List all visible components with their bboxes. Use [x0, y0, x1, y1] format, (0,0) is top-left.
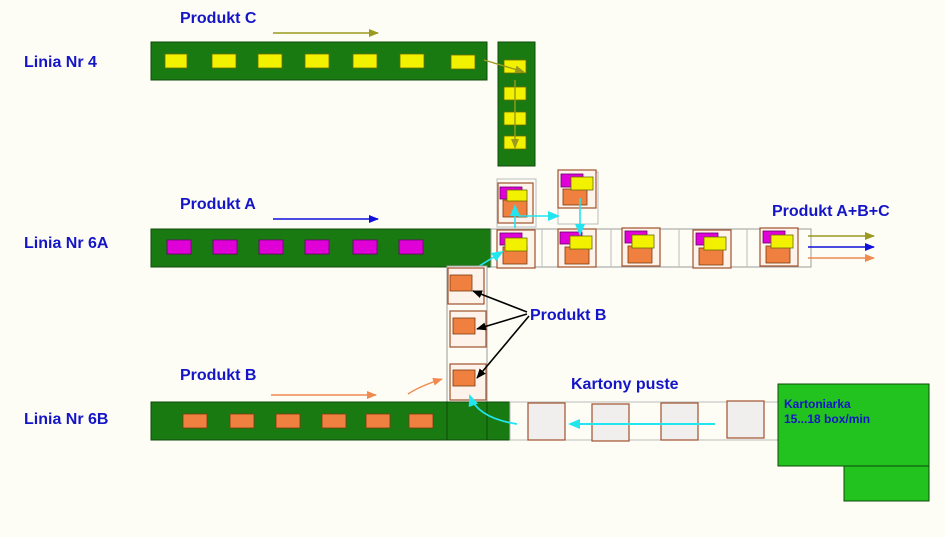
carton-flow-arrow-to-b [468, 394, 518, 425]
product-b-carton-1 [447, 267, 485, 305]
product-c-items-line-4 [164, 53, 476, 70]
product-b-items-line-6b [182, 413, 434, 429]
callout-arrow-b-3 [476, 315, 530, 379]
cartoner-base [843, 465, 930, 502]
filled-carton-out-2 [557, 228, 597, 268]
filled-carton-out-1 [496, 229, 536, 269]
filled-carton-out-5 [759, 227, 799, 267]
label-line-6a: Linia Nr 6A [24, 235, 109, 252]
filled-carton-out-4 [692, 229, 732, 269]
flow-arrow-b-curve [407, 377, 443, 395]
label-line-6b: Linia Nr 6B [24, 411, 108, 428]
flow-arrow-c-turn [483, 59, 525, 74]
filled-carton-stack-1 [497, 182, 534, 224]
label-product-b-in: Produkt B [180, 367, 256, 384]
filled-carton-out-3 [621, 227, 661, 267]
product-a-items-line-6a [166, 239, 424, 255]
label-cartoner-name: Kartoniarka [784, 397, 851, 411]
label-cartoner-rate: 15...18 box/min [784, 412, 870, 426]
product-b-carton-2 [449, 310, 487, 348]
empty-cartons [527, 400, 765, 442]
label-product-c: Produkt C [180, 10, 257, 27]
label-line-4: Linia Nr 4 [24, 54, 97, 71]
callout-arrow-b-2 [476, 313, 528, 331]
filled-carton-stack-2 [557, 169, 597, 209]
label-product-b-callout: Produkt B [530, 307, 606, 324]
callout-arrow-b-1 [472, 290, 528, 313]
product-b-carton-3 [449, 363, 487, 401]
label-product-combined: Produkt A+B+C [772, 203, 890, 220]
carton-frame [496, 178, 537, 228]
label-product-a: Produkt A [180, 196, 256, 213]
label-empty-cartons: Kartony puste [571, 376, 679, 393]
cartoner-machine [777, 383, 930, 467]
